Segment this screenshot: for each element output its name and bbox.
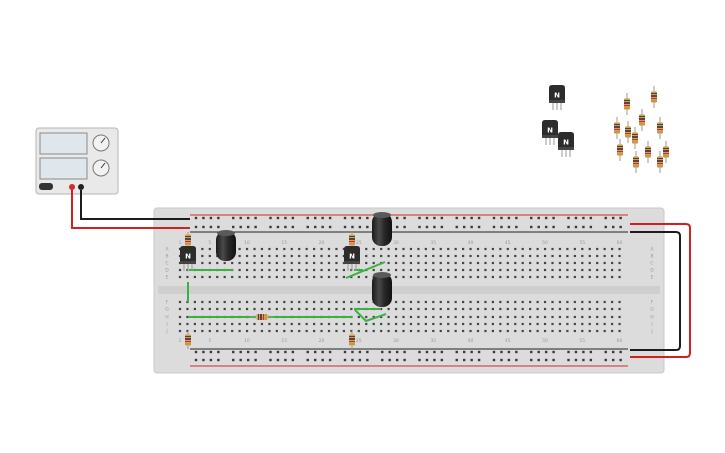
breadboard-holes bbox=[178, 216, 622, 362]
column-number: 50 bbox=[542, 338, 548, 344]
power-supply-icon[interactable] bbox=[35, 127, 119, 195]
resistor-icon[interactable] bbox=[632, 127, 638, 149]
row-letter: I bbox=[166, 322, 167, 328]
jumper-wire-icon bbox=[345, 261, 386, 279]
transistor-npn-icon[interactable]: N bbox=[558, 132, 574, 157]
column-number: 35 bbox=[430, 240, 436, 246]
jumper-wire-icon bbox=[80, 190, 190, 220]
display-voltage bbox=[39, 132, 88, 155]
transistor-label: N bbox=[563, 139, 569, 147]
transistor-npn-icon[interactable]: N bbox=[344, 246, 360, 271]
column-number: 60 bbox=[617, 338, 623, 344]
supply-wires[interactable] bbox=[71, 190, 691, 358]
column-number: 55 bbox=[579, 338, 585, 344]
row-letter: F bbox=[166, 300, 169, 306]
resistor-icon[interactable] bbox=[624, 93, 630, 115]
row-letter: E bbox=[651, 275, 654, 281]
row-letter: H bbox=[165, 315, 168, 321]
resistor-icon[interactable] bbox=[645, 141, 651, 163]
column-number: 1 bbox=[179, 240, 182, 246]
row-letter: G bbox=[650, 307, 654, 313]
row-letter: C bbox=[165, 261, 168, 267]
loose-resistors[interactable] bbox=[614, 86, 669, 173]
resistor-icon[interactable] bbox=[625, 121, 631, 143]
column-number: 25 bbox=[356, 338, 362, 344]
resistor-icon[interactable] bbox=[617, 139, 623, 161]
row-letter: B bbox=[650, 254, 653, 260]
column-number: 10 bbox=[244, 338, 250, 344]
row-letter: E bbox=[166, 275, 169, 281]
row-letter: F bbox=[651, 300, 654, 306]
column-number: 55 bbox=[579, 240, 585, 246]
power-switch[interactable] bbox=[39, 183, 53, 190]
positive-terminal[interactable] bbox=[69, 184, 75, 190]
transistor-label: N bbox=[349, 253, 355, 261]
column-number: 5 bbox=[208, 240, 211, 246]
row-letter: C bbox=[650, 261, 653, 267]
column-number: 15 bbox=[281, 338, 287, 344]
column-number: 50 bbox=[542, 240, 548, 246]
row-letter: J bbox=[650, 329, 652, 335]
column-number: 10 bbox=[244, 240, 250, 246]
column-number: 20 bbox=[319, 240, 325, 246]
column-number: 35 bbox=[430, 338, 436, 344]
row-letter: I bbox=[651, 322, 652, 328]
capacitor-icon[interactable] bbox=[372, 272, 392, 307]
column-number: 40 bbox=[468, 240, 474, 246]
row-letter: D bbox=[650, 268, 654, 274]
resistor-icon[interactable] bbox=[349, 331, 355, 349]
jumper-wire-icon bbox=[354, 309, 387, 323]
resistor-icon[interactable] bbox=[639, 109, 645, 131]
column-number: 15 bbox=[281, 240, 287, 246]
column-number: 45 bbox=[505, 240, 511, 246]
resistor-icon[interactable] bbox=[614, 117, 620, 139]
row-letter: B bbox=[165, 254, 168, 260]
column-number: 5 bbox=[208, 338, 211, 344]
resistor-icon[interactable] bbox=[185, 232, 191, 248]
resistor-icon[interactable] bbox=[663, 141, 669, 163]
negative-terminal[interactable] bbox=[78, 184, 84, 190]
transistor-label: N bbox=[547, 127, 553, 135]
row-letter: G bbox=[165, 307, 169, 313]
resistor-icon[interactable] bbox=[349, 232, 355, 248]
resistor-icon[interactable] bbox=[185, 331, 191, 349]
column-number: 40 bbox=[468, 338, 474, 344]
row-letter: D bbox=[165, 268, 169, 274]
jumper-wire-icon bbox=[630, 223, 691, 358]
center-channel bbox=[158, 286, 660, 294]
capacitor-icon[interactable] bbox=[372, 212, 392, 246]
resistor-icon[interactable] bbox=[651, 86, 657, 108]
transistor-npn-icon[interactable]: N bbox=[542, 120, 558, 145]
column-number: 60 bbox=[617, 240, 623, 246]
resistor-icon[interactable] bbox=[633, 151, 639, 173]
resistor-icon[interactable] bbox=[250, 314, 274, 320]
column-number: 1 bbox=[179, 338, 182, 344]
jumper-wire-icon bbox=[630, 231, 681, 351]
transistor-label: N bbox=[554, 92, 560, 100]
column-number: 30 bbox=[393, 240, 399, 246]
transistor-npn-icon[interactable]: N bbox=[180, 246, 196, 271]
transistor-npn-icon[interactable]: N bbox=[549, 85, 565, 110]
jumper-wire-icon bbox=[71, 190, 190, 229]
column-number: 20 bbox=[319, 338, 325, 344]
row-letter: J bbox=[165, 329, 167, 335]
capacitor-icon[interactable] bbox=[216, 230, 236, 261]
row-letter: A bbox=[165, 247, 169, 253]
transistor-label: N bbox=[185, 253, 191, 261]
resistor-icon[interactable] bbox=[657, 117, 663, 139]
display-current bbox=[39, 157, 88, 180]
row-letter: A bbox=[650, 247, 654, 253]
resistor-icon[interactable] bbox=[657, 151, 663, 173]
column-number: 45 bbox=[505, 338, 511, 344]
row-letter: H bbox=[650, 315, 653, 321]
column-number: 25 bbox=[356, 240, 362, 246]
column-number: 30 bbox=[393, 338, 399, 344]
